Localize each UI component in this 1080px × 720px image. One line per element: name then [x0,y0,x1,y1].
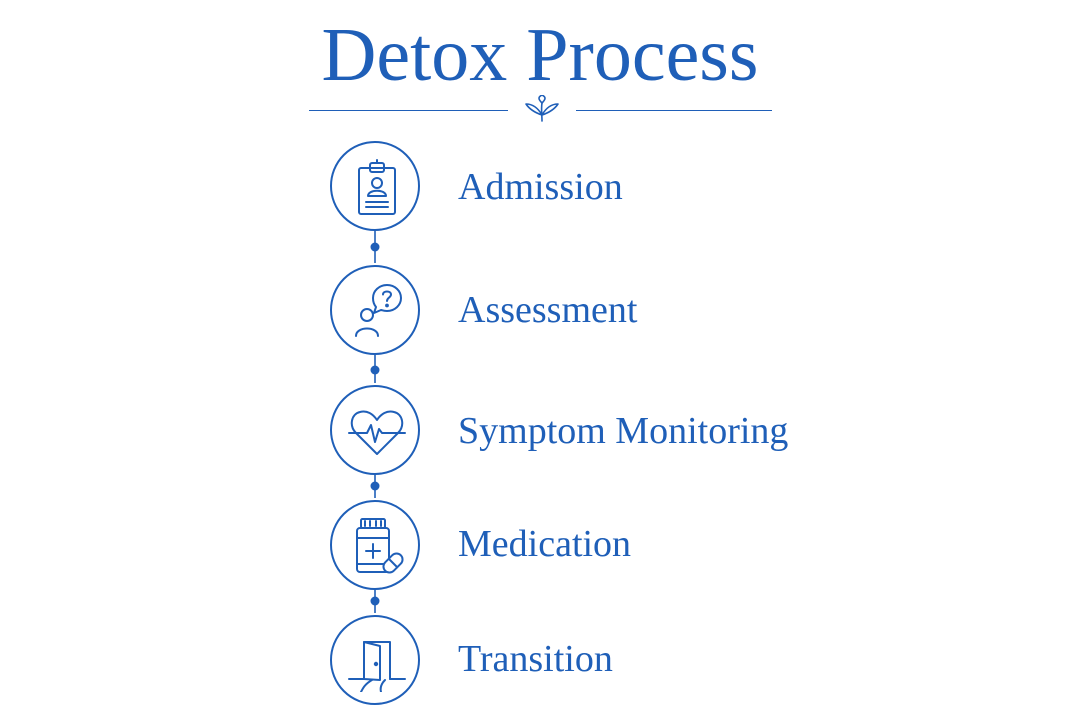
medicine-bottle-pill-icon [356,518,404,574]
door-path-icon [348,641,406,692]
step-circle-symptom-monitoring [330,385,420,475]
divider-left [309,110,508,111]
step-label-medication: Medication [458,523,632,565]
leaf-sprig-icon [525,95,559,122]
step-circle-transition [330,615,420,705]
step-circle-admission [330,141,420,231]
heart-pulse-icon [348,410,406,455]
step-label-transition: Transition [458,638,613,680]
connector-dot [370,365,380,375]
step-circle-assessment [330,265,420,355]
connector-dot [370,596,380,606]
clipboard-person-icon [358,159,396,215]
step-label-admission: Admission [458,166,623,208]
person-question-icon [355,284,402,337]
connector-dot [370,242,380,252]
divider-right [576,110,772,111]
step-label-assessment: Assessment [458,289,638,331]
step-circle-medication [330,500,420,590]
step-label-symptom-monitoring: Symptom Monitoring [458,410,789,452]
connector-dot [370,481,380,491]
diagram-title: Detox Process [321,13,759,97]
